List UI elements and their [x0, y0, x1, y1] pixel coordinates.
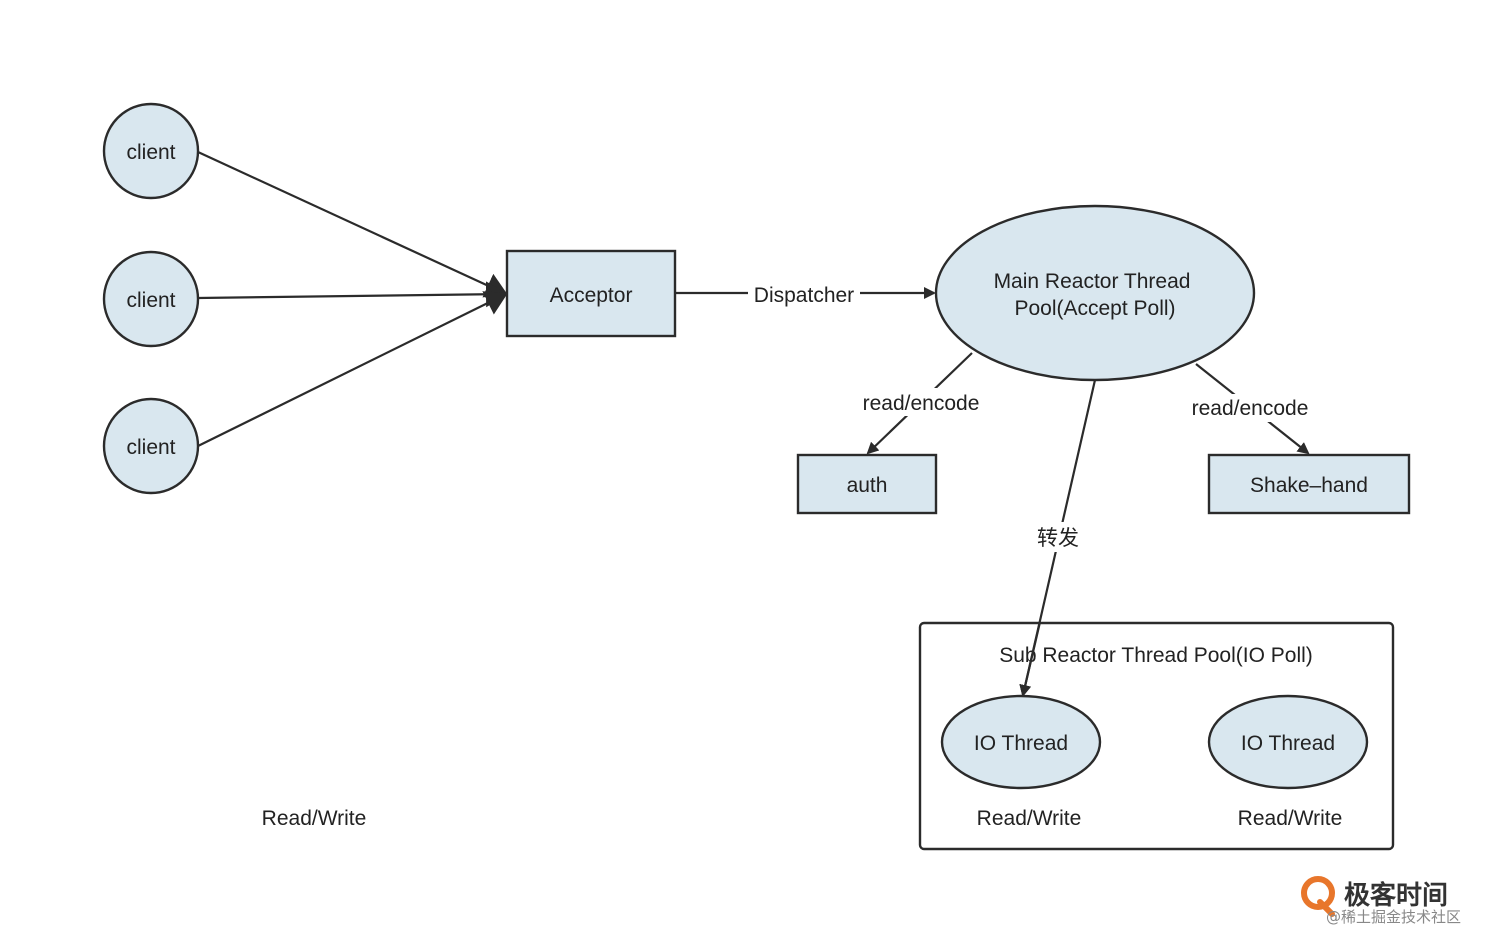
io-thread-node-1: IO Thread	[940, 694, 1102, 790]
client-node-2: client	[102, 250, 200, 348]
edge-main-io-thread-overlay	[1019, 621, 1042, 697]
sub-reactor-container: Sub Reactor Thread Pool(IO Poll)	[918, 621, 1395, 851]
auth-node: auth	[796, 453, 938, 515]
main-reactor-label-line2: Pool(Accept Poll)	[1014, 297, 1175, 320]
watermark: 极客时间 @稀土掘金技术社区	[1301, 876, 1461, 926]
client-label-1: client	[126, 141, 175, 164]
edge-client2-acceptor	[197, 281, 508, 308]
read-write-io2-caption: Read/Write	[1238, 807, 1343, 830]
watermark-community: @稀土掘金技术社区	[1326, 908, 1461, 926]
client-label-3: client	[126, 436, 175, 459]
sub-reactor-title: Sub Reactor Thread Pool(IO Poll)	[999, 644, 1313, 667]
read-write-io1-caption: Read/Write	[977, 807, 1082, 830]
dispatcher-label-bg	[748, 280, 860, 308]
io-thread-label-2: IO Thread	[1241, 732, 1335, 755]
shake-hand-label: Shake–hand	[1250, 474, 1368, 497]
geektime-logo-icon	[1301, 876, 1335, 910]
edge-client3-acceptor	[197, 291, 508, 447]
watermark-brand: 极客时间	[1344, 880, 1448, 911]
read-encode-shake-bg	[1182, 394, 1318, 422]
geektime-logo-tail-icon	[1317, 899, 1335, 917]
main-reactor-node: Main Reactor Thread Pool(Accept Poll)	[934, 204, 1256, 382]
read-write-left-caption: Read/Write	[262, 807, 367, 830]
read-encode-auth-bg	[852, 388, 990, 416]
forward-label-bg	[1034, 522, 1084, 552]
read-encode-auth-label: read/encode	[863, 392, 980, 415]
dispatcher-label: Dispatcher	[754, 284, 854, 307]
main-reactor-label-line1: Main Reactor Thread	[994, 270, 1191, 293]
forward-label: 转发	[1037, 527, 1079, 550]
client-node-3: client	[102, 397, 200, 495]
io-thread-node-2: IO Thread	[1207, 694, 1369, 790]
shake-hand-node: Shake–hand	[1207, 453, 1411, 515]
acceptor-node: Acceptor	[505, 249, 677, 338]
client-node-1: client	[102, 102, 200, 200]
edge-client1-acceptor	[197, 151, 508, 298]
io-thread-label-1: IO Thread	[974, 732, 1068, 755]
acceptor-label: Acceptor	[550, 284, 633, 307]
auth-label: auth	[847, 474, 888, 497]
client-label-2: client	[126, 289, 175, 312]
read-encode-shake-label: read/encode	[1192, 397, 1309, 420]
